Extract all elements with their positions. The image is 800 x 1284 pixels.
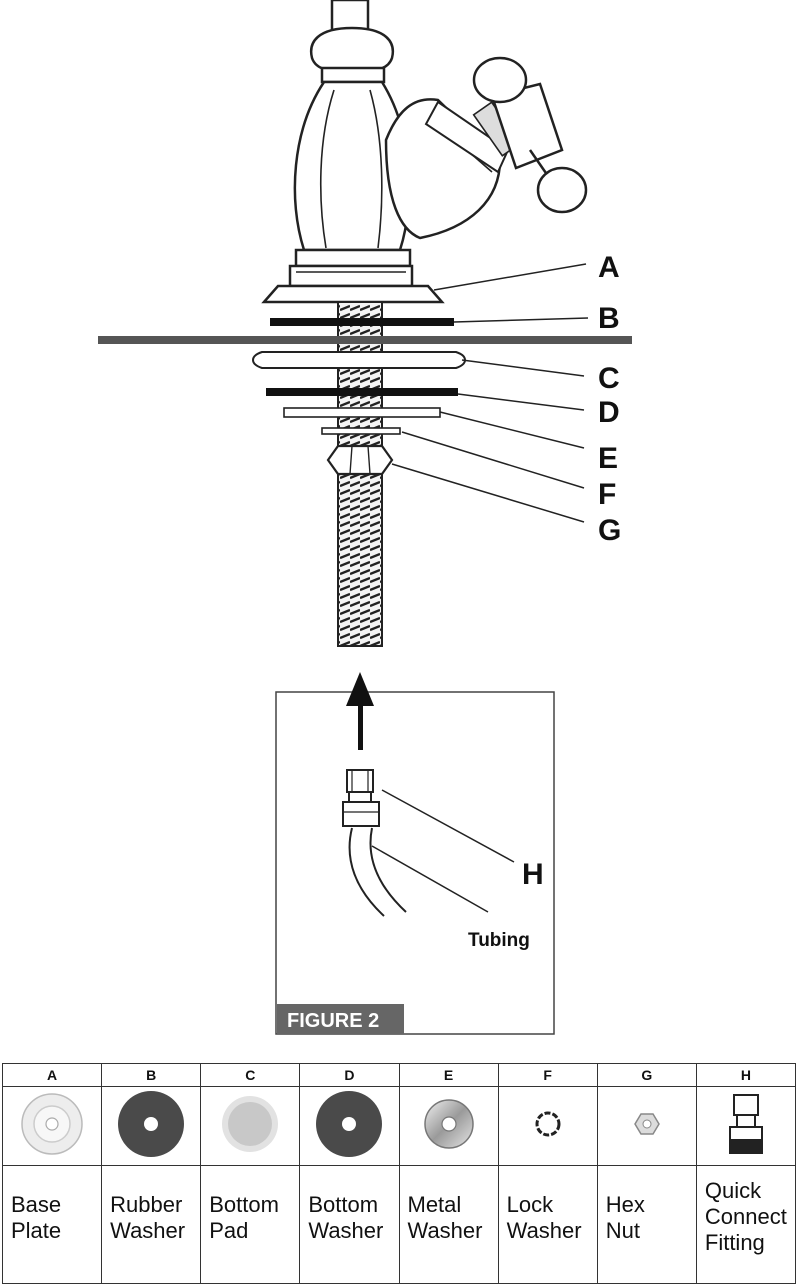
part-name: Quick Connect Fitting: [695, 1165, 797, 1284]
tubing: [348, 827, 407, 917]
part-name: Hex Nut: [596, 1165, 697, 1284]
parts-letter-row: A B C D E F G H: [1, 1063, 797, 1087]
part-letter: H: [695, 1063, 797, 1087]
part-icon-cell: [695, 1086, 797, 1166]
figure-inset-box: [275, 691, 555, 1035]
lock-washer-icon: [535, 1111, 561, 1136]
part-letter: G: [596, 1063, 697, 1087]
part-icon-cell: [299, 1086, 400, 1166]
quick-connect-fitting-icon: [728, 1093, 763, 1154]
rubber-washer-icon: [118, 1090, 185, 1157]
leader-lines: [391, 263, 589, 523]
part-icon-cell: [596, 1086, 697, 1166]
callout-h: H: [522, 858, 544, 891]
part-icon-cell: [1, 1086, 103, 1166]
part-name: Bottom Washer: [299, 1165, 400, 1284]
hex-nut-icon: [633, 1112, 660, 1135]
callout-d: D: [598, 396, 620, 429]
parts-table: A B C D E F G H: [1, 1063, 797, 1284]
part-name: Base Plate: [1, 1165, 103, 1284]
part-icon-cell: [497, 1086, 598, 1166]
part-letter: D: [299, 1063, 400, 1087]
faucet-exploded-diagram: A B C D E F G FIGURE 2 H Tubing: [98, 0, 632, 1035]
part-name: Lock Washer: [497, 1165, 598, 1284]
lock-washer-f: [321, 427, 401, 435]
bottom-washer-icon: [316, 1090, 383, 1157]
part-name: Rubber Washer: [101, 1165, 202, 1284]
bottom-pad-icon: [222, 1095, 279, 1152]
part-letter: F: [497, 1063, 598, 1087]
figure-label: FIGURE 2: [287, 1010, 379, 1032]
part-icon-cell: [200, 1086, 301, 1166]
part-letter: A: [1, 1063, 103, 1087]
tubing-label: Tubing: [468, 930, 530, 951]
figure-label-box: [277, 1004, 404, 1034]
up-arrow-icon: [346, 672, 374, 750]
callout-c: C: [598, 362, 620, 395]
part-name: Bottom Pad: [200, 1165, 301, 1284]
callout-b: B: [598, 302, 620, 335]
hex-nut-g: [326, 444, 394, 476]
rubber-washer-b: [270, 318, 454, 326]
bottom-washer-d: [266, 388, 458, 396]
bottom-pad-c: [252, 351, 466, 369]
callout-e: E: [598, 442, 618, 475]
base-plate-icon: [21, 1092, 83, 1155]
faucet-body: [261, 0, 588, 304]
part-icon-cell: [398, 1086, 499, 1166]
part-icon-cell: [101, 1086, 202, 1166]
part-letter: B: [101, 1063, 202, 1087]
metal-washer-icon: [423, 1098, 474, 1149]
callout-g: G: [598, 514, 621, 547]
callout-a: A: [598, 251, 620, 284]
parts-icon-row: [1, 1086, 797, 1166]
callout-f: F: [598, 478, 616, 511]
part-letter: C: [200, 1063, 301, 1087]
metal-washer-e: [283, 407, 441, 418]
quick-connect-fitting: [342, 769, 380, 827]
part-name: Metal Washer: [398, 1165, 499, 1284]
parts-name-row: Base Plate Rubber Washer Bottom Pad Bott…: [1, 1165, 797, 1284]
countertop: [98, 336, 632, 344]
part-letter: E: [398, 1063, 499, 1087]
